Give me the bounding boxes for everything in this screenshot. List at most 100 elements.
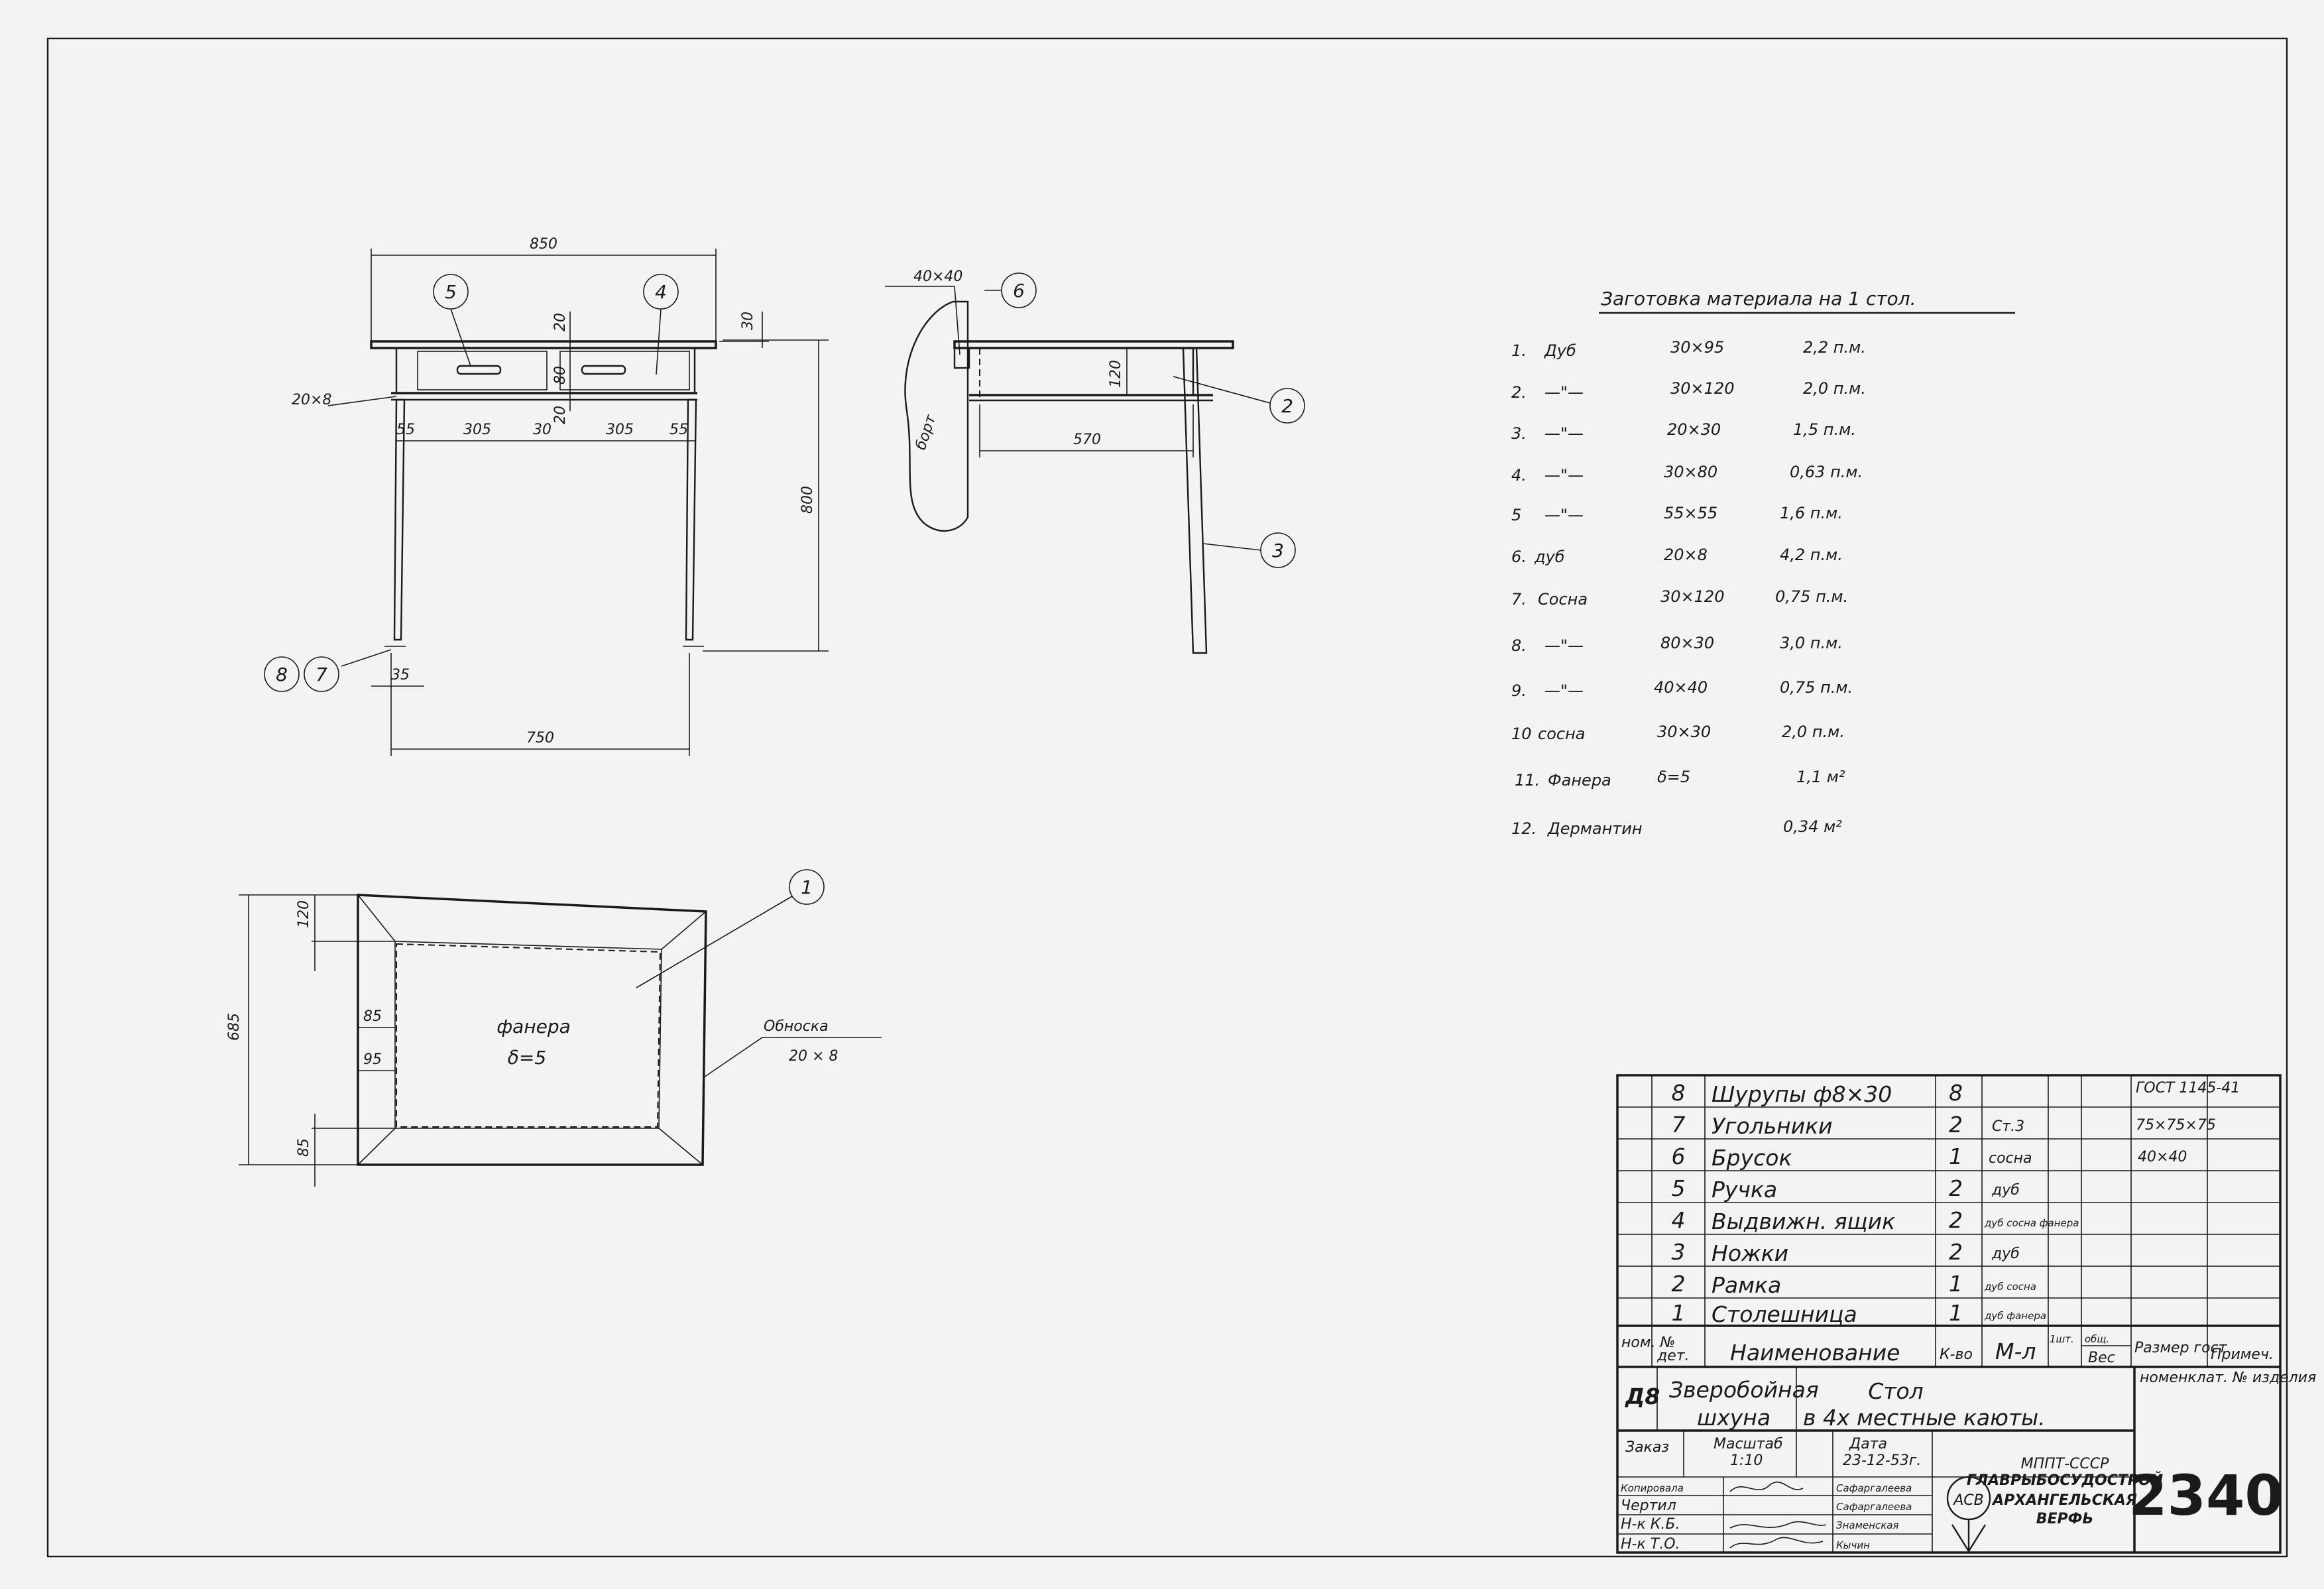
parts-table: 8 Шурупы ф8×30 8 ГОСТ 1145-41 7 Угольник…: [1616, 1074, 2282, 1554]
svg-text:8: 8: [276, 664, 288, 685]
dim-drawer-height: 80: [552, 366, 569, 384]
dim-border-top: 120: [296, 900, 312, 928]
dim-top-thickness: 30: [740, 312, 756, 330]
parts-row: 4 Выдвижн. ящик 2 дуб сосна фанера: [1672, 1207, 2079, 1234]
svg-text:Дермантин: Дермантин: [1547, 819, 1643, 838]
svg-text:Дуб: Дуб: [1544, 341, 1576, 360]
scale-value: 1:10: [1730, 1452, 1763, 1469]
svg-text:4,2 п.м.: 4,2 п.м.: [1780, 546, 1843, 564]
svg-text:Н-к К.Б.: Н-к К.Б.: [1621, 1516, 1680, 1533]
svg-text:1.: 1.: [1511, 341, 1527, 360]
svg-text:—"—: —"—: [1544, 383, 1584, 402]
svg-text:2: 2: [1281, 395, 1293, 417]
svg-text:Кычин: Кычин: [1836, 1539, 1870, 1551]
item-line2: в 4х местные каюты.: [1803, 1405, 2046, 1431]
svg-text:2: 2: [1672, 1271, 1686, 1297]
materials-row: 12. Дермантин 0,34 м²: [1511, 817, 1842, 838]
materials-row: 2. —"— 30×120 2,0 п.м.: [1511, 379, 1866, 402]
callout-3: [1260, 532, 1296, 568]
parts-row: 1 Столешница 1 дуб фанера: [1672, 1300, 2047, 1327]
dim-border-85b: 85: [296, 1138, 312, 1157]
svg-text:30×120: 30×120: [1670, 379, 1734, 398]
svg-text:5: 5: [1672, 1175, 1686, 1201]
svg-text:1,6 п.м.: 1,6 п.м.: [1780, 504, 1843, 522]
svg-text:3: 3: [1672, 1239, 1686, 1265]
svg-text:0,75 п.м.: 0,75 п.м.: [1775, 587, 1848, 606]
svg-text:Ст.3: Ст.3: [1992, 1118, 2024, 1135]
dim-bottom-span: 750: [526, 730, 554, 746]
materials-row: 7. Сосна 30×120 0,75 п.м.: [1511, 587, 1848, 609]
dim-plan-depth: 685: [226, 1013, 243, 1041]
materials-row: 4. —"— 30×80 0,63 п.м.: [1511, 463, 1863, 485]
svg-text:1,1 м²: 1,1 м²: [1796, 768, 1845, 786]
materials-row: 8. —"— 80×30 3,0 п.м.: [1511, 634, 1843, 655]
front-view: 850 30 20 80 20 20×8 55 305 30 305 55 80…: [264, 236, 829, 756]
svg-text:10: 10: [1511, 725, 1532, 743]
hdr-note: Примеч.: [2211, 1346, 2274, 1363]
signature-row: Копировала Сафаргалеева: [1621, 1482, 1912, 1494]
nomencl-label: номенклат. № изделия: [2140, 1370, 2316, 1386]
leg-left: [393, 398, 406, 641]
org-line1: МППТ-СССР: [2021, 1456, 2110, 1472]
order-label: Заказ: [1625, 1439, 1669, 1456]
leg-right: [685, 398, 697, 641]
hdr-mat: М-л: [1995, 1338, 2036, 1364]
callout-8: [264, 656, 300, 692]
signature-3: [1729, 1537, 1824, 1549]
svg-text:дуб сосна: дуб сосна: [1984, 1281, 2036, 1293]
hdr-wtotal: общ.: [2085, 1333, 2109, 1345]
svg-text:Сосна: Сосна: [1538, 590, 1588, 609]
parts-row: 5 Ручка 2 дуб: [1672, 1175, 2020, 1203]
svg-text:4: 4: [1672, 1207, 1686, 1233]
handle-right: [581, 365, 626, 375]
dim-frame-rail: 20×8: [292, 392, 331, 408]
hdr-size: Размер гост: [2134, 1340, 2228, 1356]
hdr-name: Наименование: [1730, 1340, 1900, 1366]
hdr-det: дет.: [1656, 1348, 1690, 1364]
svg-text:30×120: 30×120: [1660, 587, 1724, 606]
svg-text:2: 2: [1949, 1207, 1963, 1233]
svg-text:1: 1: [1949, 1300, 1963, 1326]
plan-view: фанера δ=5 685 120 85 95 85 1 Обноска 20…: [226, 869, 882, 1187]
svg-text:2: 2: [1949, 1239, 1963, 1265]
svg-text:δ=5: δ=5: [1657, 768, 1690, 786]
svg-text:—"—: —"—: [1544, 681, 1584, 700]
materials-row: 9. —"— 40×40 0,75 п.м.: [1511, 678, 1853, 700]
svg-text:0,75 п.м.: 0,75 п.м.: [1780, 678, 1853, 697]
materials-list: Заготовка материала на 1 стол. 1. Дуб 30…: [1511, 288, 2015, 838]
sheet-frame: [46, 37, 2288, 1558]
signature-row: Чертил Сафаргалеева: [1621, 1498, 1912, 1514]
svg-text:ГОСТ 1145-41: ГОСТ 1145-41: [2136, 1080, 2240, 1096]
svg-text:Рамка: Рамка: [1712, 1272, 1781, 1298]
dim-drawer-w1: 305: [463, 422, 491, 438]
svg-text:8: 8: [1949, 1080, 1963, 1106]
org-line4: ВЕРФЬ: [2036, 1511, 2094, 1527]
handle-left: [456, 365, 502, 375]
materials-row: 1. Дуб 30×95 2,2 п.м.: [1511, 338, 1866, 360]
svg-text:Копировала: Копировала: [1621, 1482, 1684, 1494]
dim-depth: 570: [1073, 432, 1101, 448]
callout-2: [1269, 388, 1305, 424]
plywood-outline: [396, 943, 662, 1128]
svg-text:40×40: 40×40: [2138, 1149, 2187, 1165]
vessel-line2: шхуна: [1697, 1405, 1771, 1431]
hdr-nom: ном. №: [1621, 1334, 1675, 1351]
svg-text:Сафаргалеева: Сафаргалеева: [1836, 1482, 1912, 1494]
parts-row: 6 Брусок 1 сосна 40×40: [1672, 1144, 2187, 1171]
edge-size: 20 × 8: [789, 1048, 838, 1065]
svg-text:2.: 2.: [1511, 383, 1527, 402]
plywood-thickness: δ=5: [508, 1047, 546, 1069]
dim-block: 40×40: [913, 268, 962, 285]
side-leg: [1182, 347, 1208, 654]
svg-text:2,0 п.м.: 2,0 п.м.: [1782, 723, 1845, 741]
svg-text:2,0 п.м.: 2,0 п.м.: [1803, 379, 1866, 398]
svg-text:Ручка: Ручка: [1712, 1177, 1777, 1203]
svg-text:дуб: дуб: [1991, 1246, 2020, 1262]
scale-label: Масштаб: [1714, 1436, 1783, 1452]
svg-text:75×75×75: 75×75×75: [2136, 1117, 2216, 1134]
svg-text:сосна: сосна: [1538, 725, 1585, 743]
svg-text:дуб фанера: дуб фанера: [1984, 1310, 2046, 1322]
svg-text:—"—: —"—: [1544, 636, 1584, 655]
callout-6: [1001, 272, 1037, 308]
